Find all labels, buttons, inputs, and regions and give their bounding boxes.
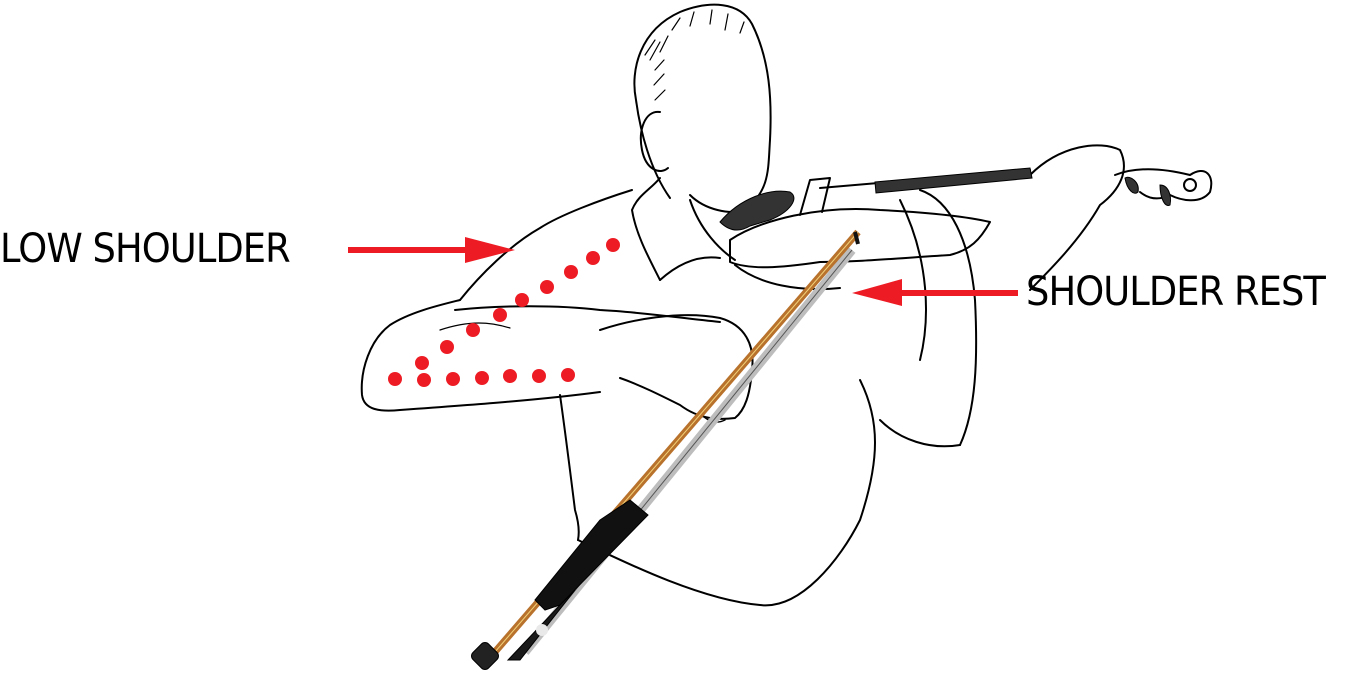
- bow-button: [471, 642, 499, 670]
- bow: [471, 229, 861, 670]
- arrow-shoulder-rest: [852, 279, 1018, 306]
- right-arm-outline: [899, 144, 1125, 446]
- violin-dark-parts: [719, 167, 1171, 231]
- collar-outline: [631, 177, 736, 281]
- peg-2: [1159, 184, 1171, 207]
- fingerboard: [874, 167, 1033, 194]
- label-low-shoulder: LOW SHOULDER: [0, 226, 291, 272]
- bow-frog: [534, 499, 649, 611]
- dotted-line-shoulder: [388, 238, 620, 387]
- left-arm-outline: [360, 189, 721, 541]
- chinrest: [719, 190, 795, 231]
- arrow-low-shoulder: [348, 237, 515, 263]
- head-outline: [633, 3, 772, 213]
- label-shoulder-rest: SHOULDER REST: [1026, 269, 1326, 315]
- peg: [1124, 176, 1139, 194]
- torso-outline: [577, 379, 961, 607]
